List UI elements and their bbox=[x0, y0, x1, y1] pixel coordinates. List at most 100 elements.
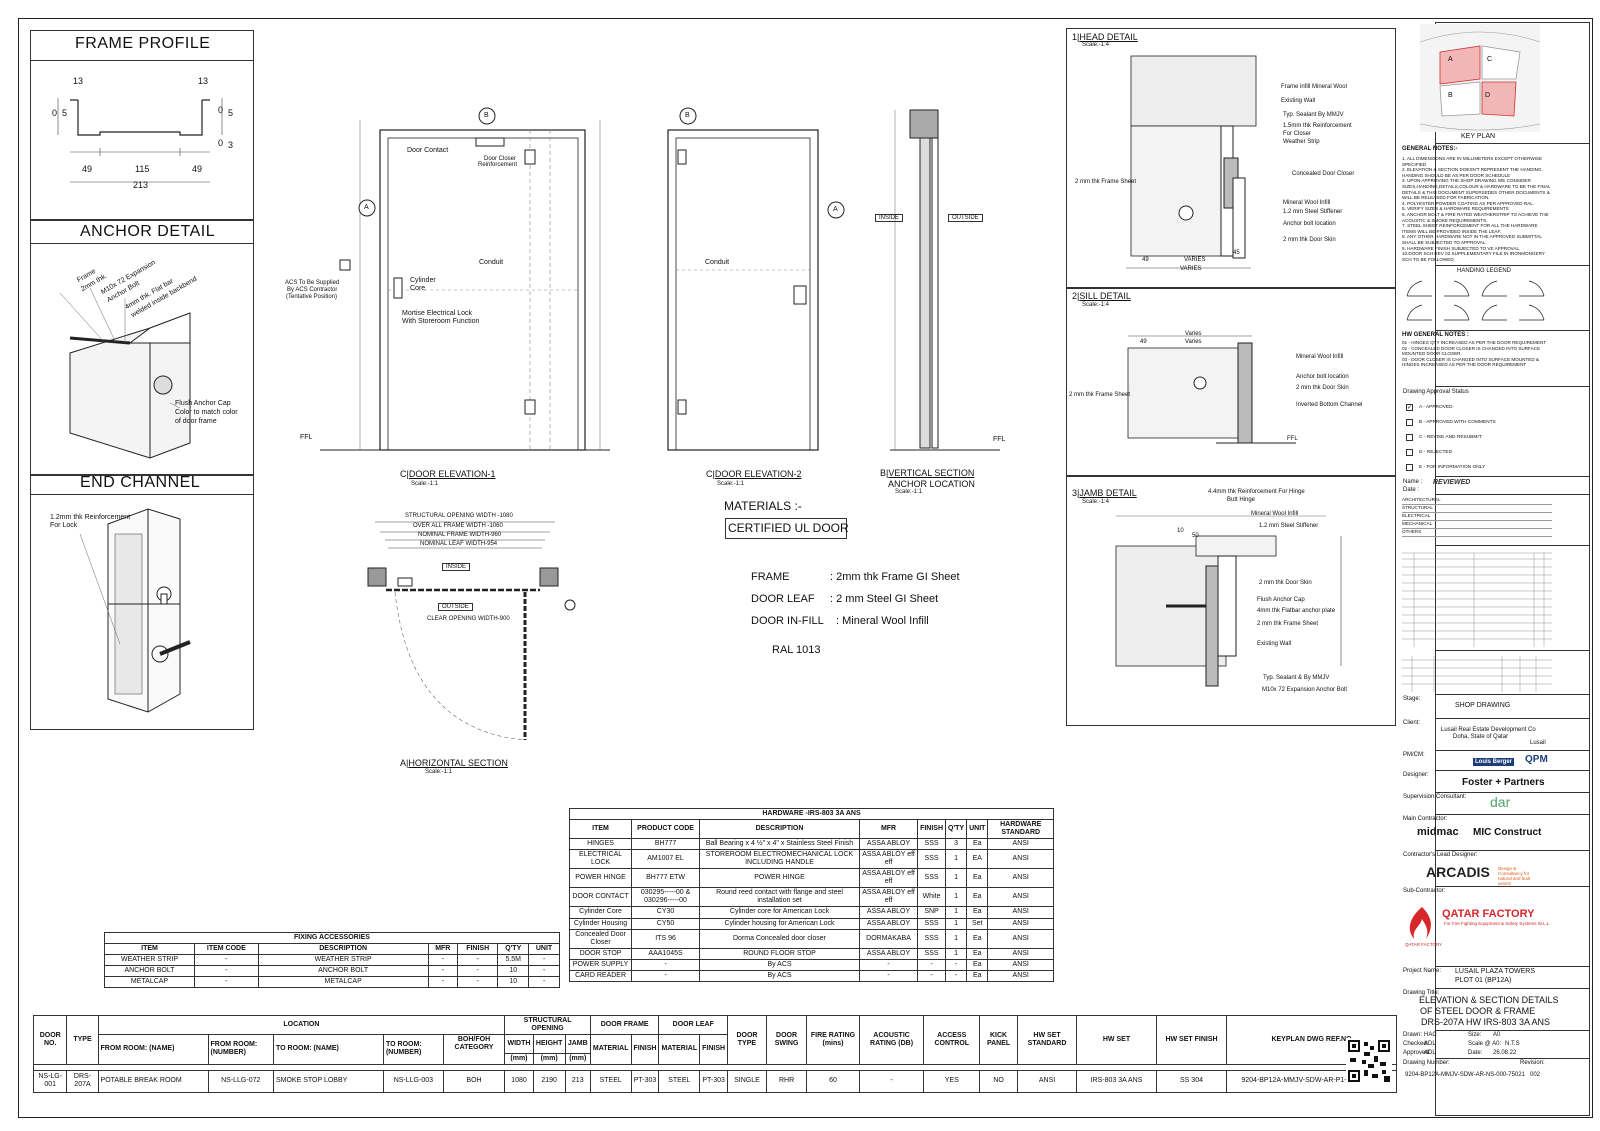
vertical-section-title-2: ANCHOR LOCATION bbox=[888, 479, 975, 489]
drawing-number-label: Drawing Number: bbox=[1403, 1060, 1450, 1066]
dim-total: 213 bbox=[133, 180, 149, 190]
drawing-title-3: DRS-207A HW IRS-803 3A ANS bbox=[1421, 1017, 1551, 1027]
approval-option[interactable]: D - REJECTED bbox=[1406, 445, 1546, 460]
designer-label: Designer: bbox=[1403, 772, 1429, 778]
department-row: OTHERS bbox=[1402, 529, 1552, 537]
department-row: ELECTRICAL bbox=[1402, 513, 1552, 521]
jamb-detail-drawing bbox=[1115, 515, 1342, 687]
elevation-2-title: C|DOOR ELEVATION-2 bbox=[706, 469, 802, 479]
hw-notes-item: 02 - CONCEALED DOOR CLOSER IS CHANGED IN… bbox=[1402, 345, 1541, 357]
supervision-logo: dar bbox=[1490, 794, 1511, 810]
jamb-dim-b: 50 bbox=[1192, 533, 1199, 539]
gen-notes-item: 4. POLYESTER POWDER COATING AS PER APPRO… bbox=[1402, 200, 1535, 206]
key-plan-drawing bbox=[1419, 24, 1541, 132]
end-channel-drawing bbox=[79, 508, 191, 713]
drawing-title-2: OF STEEL DOOR & FRAME bbox=[1420, 1006, 1536, 1016]
sill-detail-scale: Scale:-1:4 bbox=[1082, 302, 1110, 308]
jamb-label-7: 2 mm thk Frame Sheet bbox=[1257, 621, 1319, 627]
label-ffl-1: FFL bbox=[300, 434, 313, 441]
approval-checkbox[interactable] bbox=[1406, 434, 1413, 441]
elevation-1-scale: Scale:-1:1 bbox=[411, 481, 439, 487]
approval-option[interactable]: ✓A - APPROVED bbox=[1406, 404, 1453, 411]
supervision-label: Supervision Consultant: bbox=[1403, 794, 1467, 800]
title-block bbox=[1435, 22, 1590, 1116]
dim-right-side-c: 0 bbox=[218, 138, 224, 148]
material-leaf-key: DOOR LEAF bbox=[751, 593, 815, 605]
size-value: A0 bbox=[1493, 1032, 1501, 1038]
label-conduit-2: Conduit bbox=[705, 259, 730, 266]
horizontal-section-drawing bbox=[367, 521, 576, 741]
head-label-7: 2 mm thk Frame Sheet bbox=[1075, 179, 1137, 185]
end-channel-title: END CHANNEL bbox=[80, 474, 201, 491]
gen-notes-item: 10.DOOR SCH REV 02 SUPPLEMENTARY FILE IN… bbox=[1402, 251, 1545, 262]
label-hs-outside: OUTSIDE bbox=[438, 603, 473, 611]
keyplan-zone-d: D bbox=[1485, 92, 1491, 99]
head-dim-b: VARIES bbox=[1184, 257, 1206, 263]
anchor-detail-drawing bbox=[59, 287, 191, 459]
stage-value: SHOP DRAWING bbox=[1455, 702, 1511, 709]
handing-legend-drawing bbox=[1406, 280, 1545, 321]
elevation-2-scale: Scale:-1:1 bbox=[717, 481, 745, 487]
sheet-border bbox=[18, 18, 1593, 1118]
jamb-label-8: Existing Wall bbox=[1257, 641, 1292, 647]
gen-notes-item: 6. ANCHOR BOLT & FIRE RATED WEATHERSTRIP… bbox=[1402, 211, 1549, 223]
dim-right-side-d: 3 bbox=[228, 140, 234, 150]
gen-notes-item: 9. HARDWARE FINISH SUBJECTED TO VE APPRO… bbox=[1402, 245, 1521, 251]
gen-notes-item: 1. ALL DIMENSIONS ARE IN MILLIMETERS EXC… bbox=[1402, 156, 1543, 167]
hardware-table: HARDWARE -IRS-803 3A ANS ITEM PRODUCT CO… bbox=[568, 807, 1054, 982]
label-so-width: STRUCTURAL OPENING WIDTH -1080 bbox=[405, 513, 513, 519]
material-infill-key: DOOR IN-FILL bbox=[751, 615, 824, 627]
hw-notes-title: HW GENERAL NOTES : bbox=[1402, 332, 1469, 338]
label-mortise: Mortise Electrical Lock bbox=[402, 310, 473, 317]
approval-option[interactable]: E - FOR INFORMATION ONLY bbox=[1406, 460, 1546, 475]
label-acs-1: ACS To Be Supplied bbox=[285, 280, 340, 286]
client-location: Doha, State of Qatar bbox=[1453, 734, 1509, 740]
keyplan-zone-b: B bbox=[1448, 92, 1453, 99]
pm-logo-2: QPM bbox=[1525, 754, 1548, 765]
dim-right-top: 13 bbox=[198, 76, 209, 86]
vertical-section-scale: Scale:-1:1 bbox=[895, 489, 923, 495]
approval-title: Drawing Approval Status bbox=[1403, 389, 1469, 395]
material-ral: RAL 1013 bbox=[772, 644, 821, 656]
dim-bottom-left: 49 bbox=[82, 164, 93, 174]
approval-option[interactable]: C - REVISE AND RESUBMIT bbox=[1406, 430, 1546, 445]
approved-label: Approved: bbox=[1403, 1050, 1431, 1056]
anchor-detail-title: ANCHOR DETAIL bbox=[80, 223, 216, 240]
label-reinforcement: Reinforcement bbox=[478, 162, 518, 168]
project-label: Project Name: bbox=[1403, 968, 1442, 974]
horizontal-section-title: A|HORIZONTAL SECTION bbox=[400, 758, 508, 768]
label-mortise-2: With Storeroom Function bbox=[402, 318, 480, 325]
approval-checkbox[interactable] bbox=[1406, 449, 1413, 456]
approval-option[interactable]: B - APPROVED WITH COMMENTS bbox=[1406, 415, 1546, 430]
fixing-table: FIXING ACCESSORIES ITEM ITEM CODE DESCRI… bbox=[104, 931, 560, 989]
head-detail-drawing bbox=[1126, 55, 1257, 269]
jamb-label-9: Typ. Sealant & By MMJV bbox=[1263, 675, 1330, 681]
pm-logo-1: Louis Berger bbox=[1473, 758, 1515, 766]
head-label-11: 2 mm thk Door Skin bbox=[1283, 237, 1336, 243]
lead-designer-label: Contractor's Lead Designer: bbox=[1403, 852, 1478, 858]
name-label: Name : bbox=[1403, 479, 1423, 485]
drawing-number: 9204-BP12A-MMJV-SDW-AR-NS-000-75021 bbox=[1405, 1072, 1525, 1078]
sill-dim-c: Varies bbox=[1185, 339, 1202, 345]
date-value: 26.08.22 bbox=[1493, 1050, 1517, 1056]
gen-notes-item: 8. ANY OTHER HARDWARE NOT IN THE APPROVE… bbox=[1402, 234, 1542, 245]
approval-checkbox[interactable] bbox=[1406, 419, 1413, 426]
date-label-tb: Date: bbox=[1468, 1050, 1483, 1056]
label-conduit-1: Conduit bbox=[479, 259, 504, 266]
label-vs-inside: INSIDE bbox=[875, 214, 904, 222]
anchor-detail-panel bbox=[30, 220, 254, 475]
material-frame-value: : 2mm thk Frame GI Sheet bbox=[830, 571, 960, 583]
qr-code-icon bbox=[1346, 1038, 1392, 1084]
approval-checkbox[interactable] bbox=[1406, 464, 1413, 471]
fixing-row: METALCAP-METALCAP--10- bbox=[104, 976, 560, 989]
frame-profile-drawing bbox=[57, 98, 223, 183]
jamb-label-5: Flush Anchor Cap bbox=[1257, 597, 1305, 603]
label-nom-frame: NOMINAL FRAME WIDTH-960 bbox=[418, 532, 502, 538]
client-logo: Lusail bbox=[1530, 740, 1546, 746]
keyplan-zone-c: C bbox=[1487, 56, 1493, 63]
gen-notes-item: 3. UPON APPROVING THE SHOP DRAWING WE CO… bbox=[1402, 178, 1551, 201]
approval-checkbox[interactable]: ✓ bbox=[1406, 404, 1413, 411]
